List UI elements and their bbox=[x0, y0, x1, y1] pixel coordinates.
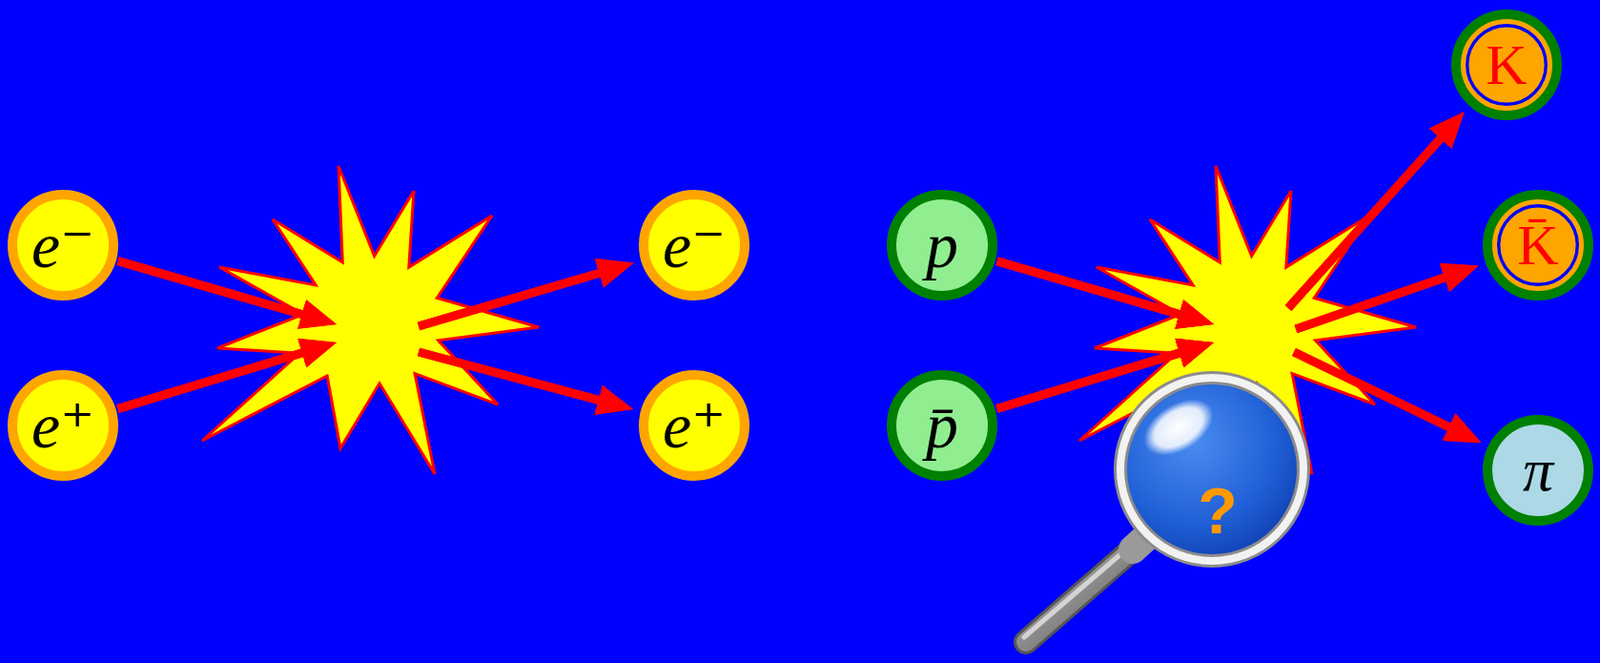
particle-symbol: p̄ bbox=[925, 392, 959, 458]
inner-ring bbox=[1498, 205, 1579, 286]
particle-symbol: e⁺ bbox=[662, 392, 726, 458]
particle-symbol: e⁺ bbox=[31, 392, 95, 458]
electron-circle: e⁻ bbox=[638, 189, 750, 301]
lens-highlight bbox=[1133, 387, 1223, 467]
antiproton-circle: p̄ bbox=[886, 369, 998, 481]
magnifier-handle-shine bbox=[1024, 543, 1133, 637]
magnifier-rim bbox=[1120, 377, 1304, 561]
particle-symbol: e⁻ bbox=[31, 212, 95, 278]
magnifier-handle bbox=[1025, 545, 1137, 642]
reaction-arrow bbox=[117, 269, 610, 410]
reaction-arrow bbox=[996, 129, 1448, 409]
magnifier-rim bbox=[1120, 377, 1304, 561]
particle-symbol: K̄ bbox=[1517, 216, 1559, 274]
magnifier-handle bbox=[1025, 545, 1137, 642]
question-mark: ? bbox=[1197, 477, 1238, 543]
positron-circle: e⁺ bbox=[638, 369, 750, 481]
reaction-arrow bbox=[997, 129, 1449, 317]
electron-circle: e⁻ bbox=[7, 189, 119, 301]
collision-burst bbox=[202, 165, 539, 474]
particle-symbol: π bbox=[1522, 439, 1554, 501]
reaction-arrow bbox=[117, 349, 610, 410]
particle-symbol: p bbox=[925, 212, 959, 278]
particle-symbol: K bbox=[1485, 36, 1527, 94]
antikaon-circle: K̄ bbox=[1482, 189, 1594, 301]
inner-ring bbox=[1467, 25, 1547, 105]
positron-circle: e⁺ bbox=[7, 369, 119, 481]
proton-circle: p bbox=[886, 189, 998, 301]
pion-circle: π bbox=[1482, 414, 1594, 526]
particle-symbol: e⁻ bbox=[662, 212, 726, 278]
kaon-circle: K bbox=[1451, 9, 1562, 121]
magnifier-lens bbox=[1120, 377, 1304, 561]
